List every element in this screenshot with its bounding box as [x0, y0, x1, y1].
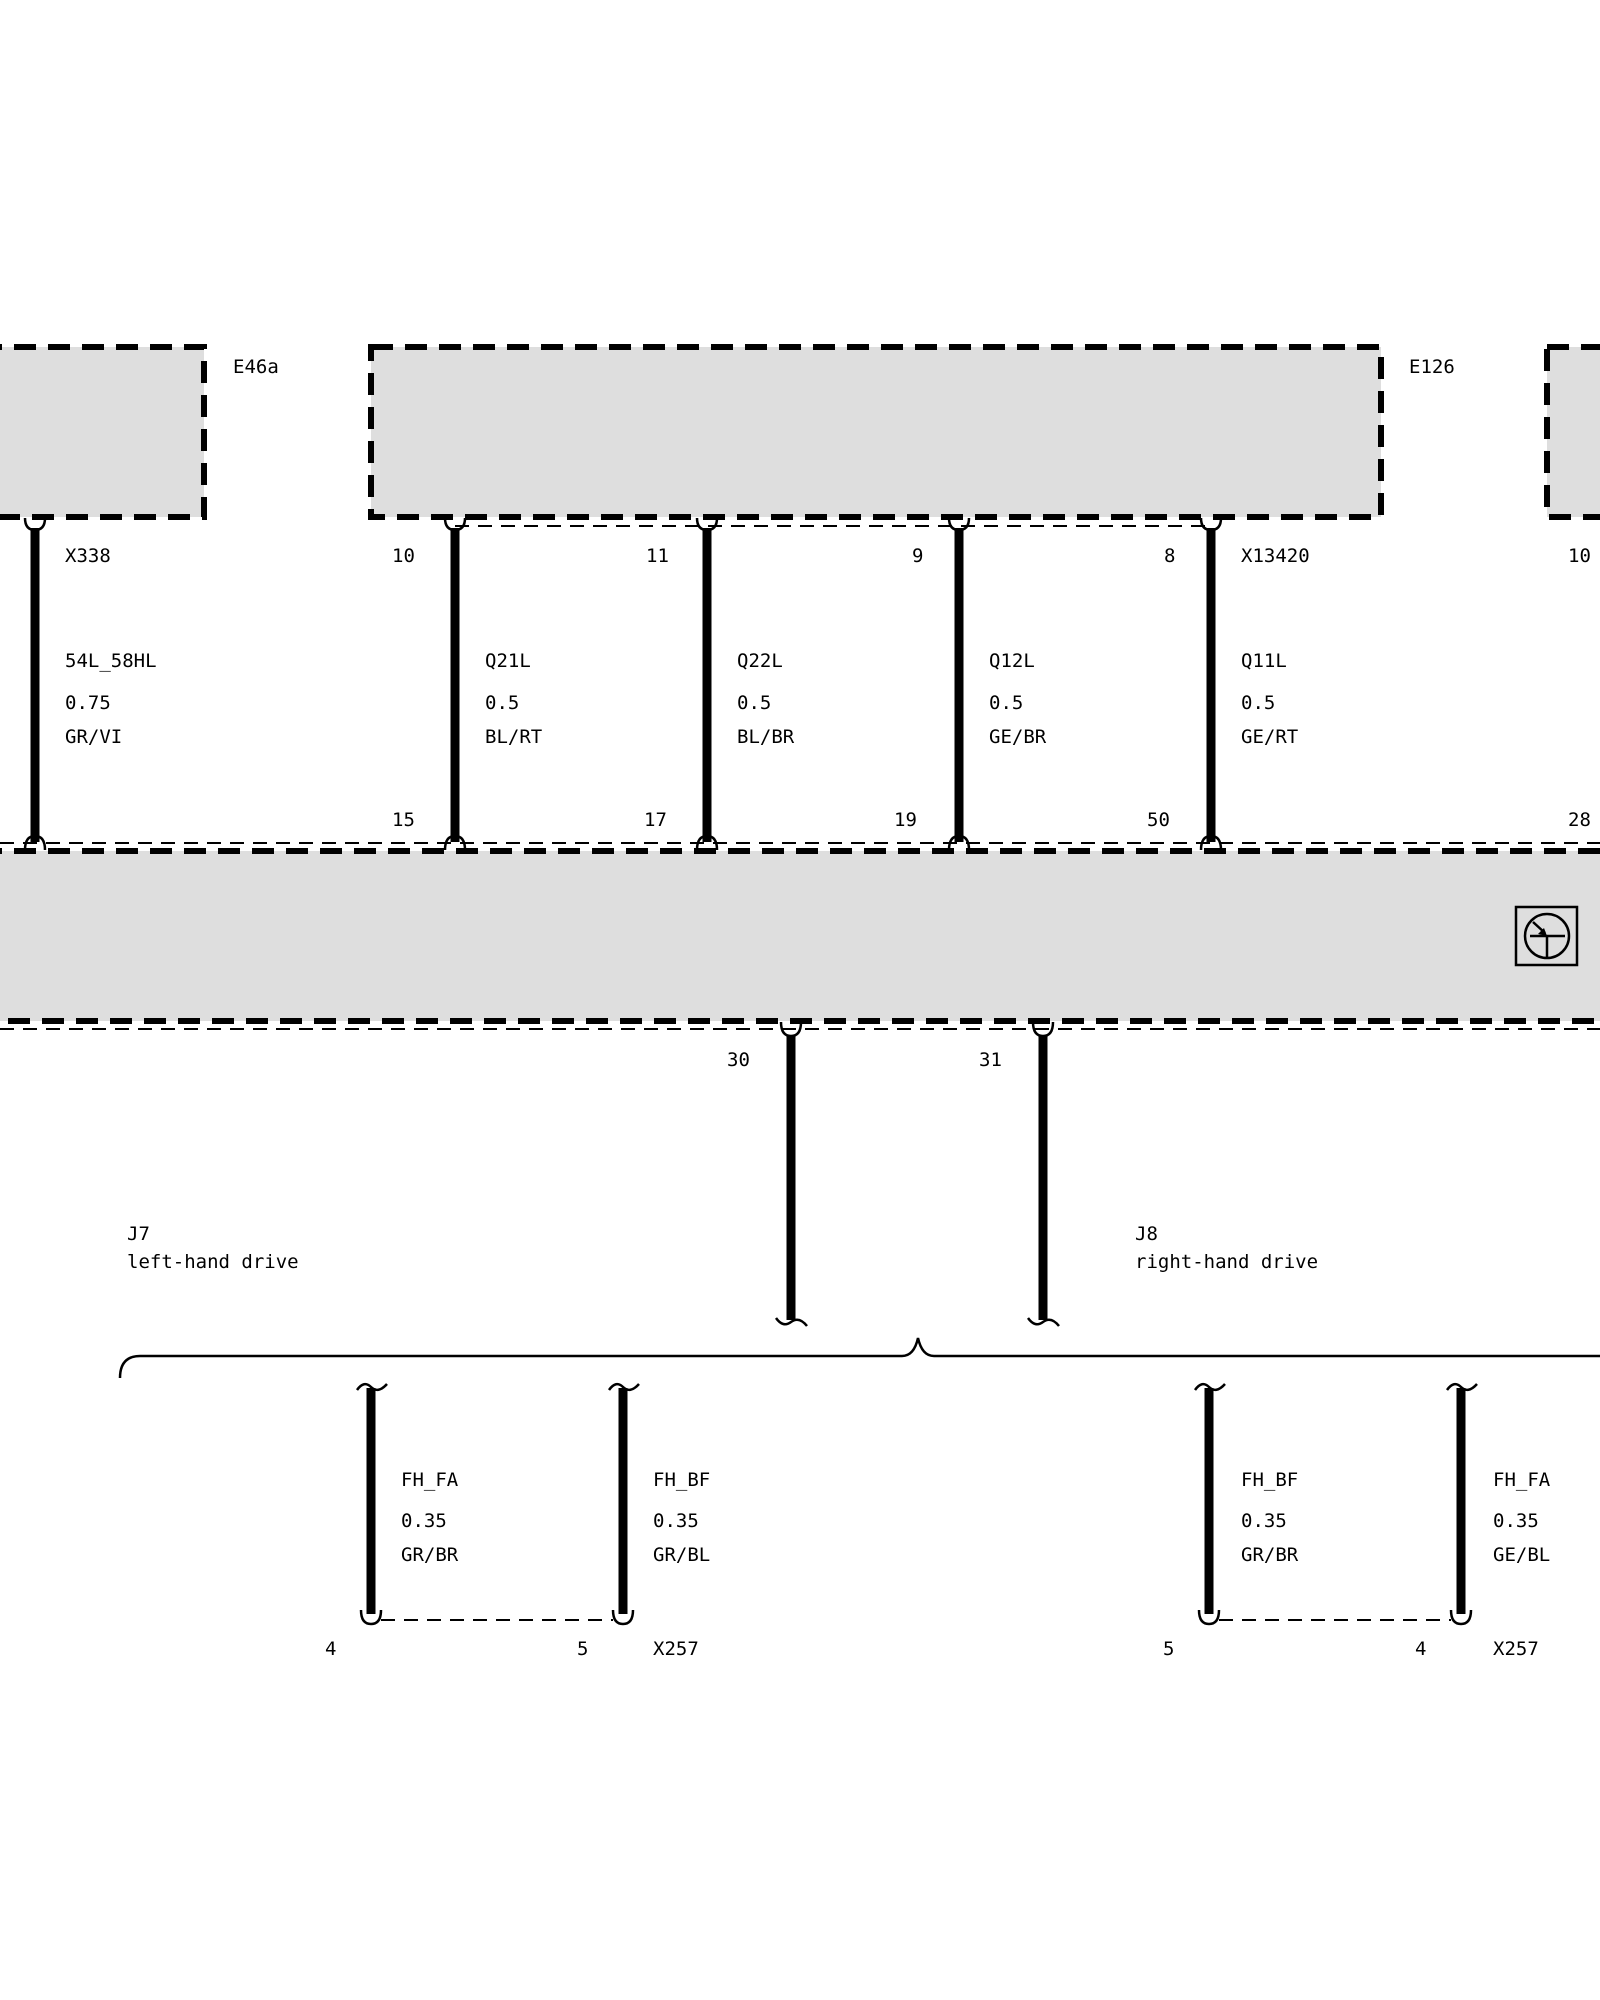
pin-middle-1: 15: [392, 809, 415, 831]
wire-color: BL/RT: [485, 726, 542, 748]
wire-signal: Q22L: [737, 650, 783, 672]
pin-middle-4: 50: [1147, 809, 1170, 831]
transistor-symbol-icon: [1514, 905, 1579, 967]
variant-j8-label: right-hand drive: [1135, 1251, 1318, 1273]
top-wires: [30, 528, 1216, 842]
pin-bottom-31: 31: [979, 1049, 1002, 1071]
variant-j7-label: left-hand drive: [127, 1251, 299, 1273]
wire-gauge: 0.35: [401, 1510, 447, 1532]
pin-left-group-1: 4: [325, 1638, 336, 1660]
pin-middle-5: 28: [1568, 809, 1591, 831]
wire-signal: Q11L: [1241, 650, 1287, 672]
component-label-e126: E126: [1409, 356, 1455, 378]
wire-color: GE/BL: [1493, 1544, 1550, 1566]
wire-color: GE/BR: [989, 726, 1047, 748]
wire-gauge: 0.5: [737, 692, 771, 714]
pin-top-1: 10: [392, 545, 415, 567]
component-label-e46a: E46a: [233, 356, 279, 378]
pin-middle-2: 17: [644, 809, 667, 831]
wire-color: BL/BR: [737, 726, 795, 748]
variant-j8-id: J8: [1135, 1223, 1158, 1245]
control-module-box: [0, 848, 1600, 1024]
connector-label-x338: X338: [65, 545, 111, 567]
wire-signal: 54L_58HL: [65, 650, 157, 672]
wire-color: GR/BL: [653, 1544, 710, 1566]
pin-bottom-30: 30: [727, 1049, 750, 1071]
component-e126-box: [368, 344, 1384, 520]
wire-signal: FH_FA: [1493, 1469, 1551, 1491]
pin-right-group-1: 5: [1163, 1638, 1174, 1660]
wire-signal: Q12L: [989, 650, 1035, 672]
component-e46a-box: [0, 344, 207, 520]
pin-top-4: 8: [1164, 545, 1175, 567]
top-wire-labels: 54L_58HL 0.75 GR/VI Q21L 0.5 BL/RT Q22L …: [65, 650, 1298, 748]
pin-top-2: 11: [646, 545, 669, 567]
pin-top-5: 10: [1568, 545, 1591, 567]
wire-color: GR/BR: [1241, 1544, 1299, 1566]
wire-signal: FH_BF: [653, 1469, 710, 1491]
variant-brace: [118, 1337, 1600, 1379]
pin-left-group-2: 5: [577, 1638, 588, 1660]
top-wire-caps: [23, 517, 1223, 851]
wire-gauge: 0.5: [485, 692, 519, 714]
wire-gauge: 0.5: [989, 692, 1023, 714]
pin-top-3: 9: [912, 545, 923, 567]
connector-label-x257-right: X257: [1493, 1638, 1539, 1660]
wire-color: GR/BR: [401, 1544, 459, 1566]
module-output-wires: [774, 1021, 1060, 1327]
wire-gauge: 0.35: [1493, 1510, 1539, 1532]
wire-gauge: 0.75: [65, 692, 111, 714]
pin-middle-3: 19: [894, 809, 917, 831]
bottom-wire-labels: FH_FA 0.35 GR/BR FH_BF 0.35 GR/BL FH_BF …: [401, 1469, 1551, 1566]
bottom-wires: [355, 1382, 1478, 1626]
wire-gauge: 0.35: [1241, 1510, 1287, 1532]
wire-color: GE/RT: [1241, 726, 1298, 748]
pin-right-group-2: 4: [1415, 1638, 1426, 1660]
variant-j7-id: J7: [127, 1223, 150, 1245]
connector-label-x13420: X13420: [1241, 545, 1310, 567]
wire-gauge: 0.35: [653, 1510, 699, 1532]
wire-color: GR/VI: [65, 726, 122, 748]
wire-signal: FH_FA: [401, 1469, 459, 1491]
wire-signal: FH_BF: [1241, 1469, 1298, 1491]
wire-signal: Q21L: [485, 650, 531, 672]
component-right-partial-box: [1544, 344, 1600, 520]
connector-label-x257-left: X257: [653, 1638, 699, 1660]
wire-gauge: 0.5: [1241, 692, 1275, 714]
